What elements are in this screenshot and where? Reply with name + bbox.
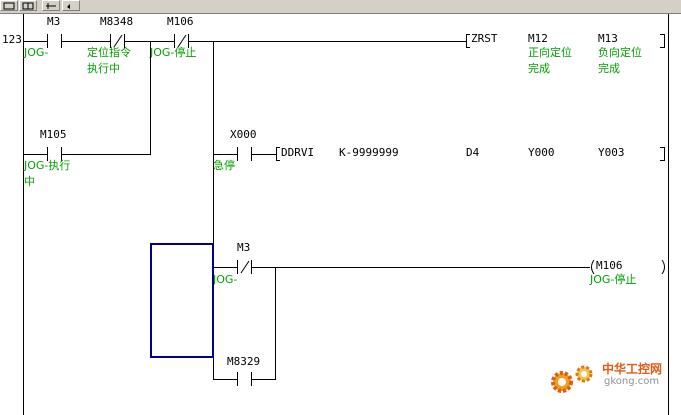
nc-slash-icon	[113, 34, 123, 48]
rung3-wire	[251, 267, 590, 268]
instr-bracket-left-top	[276, 147, 280, 148]
coil-m106-device: M106	[596, 259, 623, 272]
edit-cursor[interactable]	[150, 243, 214, 358]
contact-m3-left	[47, 34, 48, 48]
instr-bracket-right	[664, 34, 665, 48]
watermark-logo	[546, 356, 676, 404]
contact-m8348-comment-2: 执行中	[87, 62, 120, 75]
branch-wire	[23, 154, 47, 155]
left-power-rail	[23, 14, 24, 415]
contact-x000-comment: 急停	[213, 159, 235, 172]
toolbar-button-3[interactable]	[42, 0, 60, 11]
contact-m8348-device: M8348	[100, 15, 134, 28]
instr-bracket-left-bottom	[276, 160, 280, 161]
toolbar-button-1[interactable]	[0, 0, 18, 11]
rung1-wire	[23, 41, 47, 42]
instr-ddrvi-arg1: K-9999999	[339, 146, 399, 159]
undo-icon	[67, 4, 70, 9]
branch-wire	[251, 379, 276, 380]
rung3-wire	[213, 267, 237, 268]
contact-x000-left	[237, 147, 238, 161]
rung2-wire	[251, 154, 276, 155]
vertical-bus	[213, 41, 214, 380]
contact-m105-left	[47, 147, 48, 161]
nc-slash-icon	[240, 260, 250, 274]
rung2-wire	[213, 154, 237, 155]
branch-wire	[275, 267, 276, 380]
instr-ddrvi-op: DDRVI	[281, 146, 315, 159]
instr-bracket-left-bottom	[466, 47, 470, 48]
contact-m3-comment: JOG-	[24, 46, 49, 59]
grid-icon	[3, 2, 15, 10]
instr-ddrvi-arg4: Y003	[598, 146, 625, 159]
rung1-wire	[188, 41, 466, 42]
instr-bracket-right-bottom	[660, 47, 664, 48]
branch-wire	[61, 154, 151, 155]
ladder-icon	[46, 3, 56, 9]
watermark-name: 中华工控网	[602, 362, 663, 376]
instr-zrst-op2-comment-2: 完成	[598, 62, 620, 75]
instr-bracket-right-top	[660, 147, 664, 148]
contact-m8329-left	[237, 372, 238, 386]
instr-bracket-right	[664, 147, 665, 161]
step-number: 123	[2, 33, 22, 46]
instr-zrst-op: ZRST	[471, 32, 498, 45]
instr-ddrvi-arg2: D4	[466, 146, 480, 159]
contact-m8329-device: M8329	[227, 355, 261, 368]
contact-m106-left	[174, 34, 175, 48]
instr-bracket-left-top	[466, 34, 470, 35]
watermark-url: gkong.com	[604, 376, 660, 387]
instr-zrst-op1-comment-2: 完成	[528, 62, 550, 75]
instr-bracket-left	[276, 147, 277, 161]
nc-slash-icon	[177, 34, 187, 48]
instr-bracket-left	[466, 34, 467, 48]
instr-zrst-op2: M13	[598, 32, 618, 45]
rung1-wire	[124, 41, 174, 42]
contact-m8348-comment: 定位指令	[87, 46, 131, 59]
contact-m106-comment: JOG-停止	[150, 46, 197, 59]
rung1-wire	[61, 41, 110, 42]
gear-icon	[551, 365, 593, 393]
branch-wire	[213, 379, 237, 380]
coil-m106-comment: JOG-停止	[590, 273, 637, 286]
instr-ddrvi-arg3: Y000	[528, 146, 555, 159]
grid-icon	[22, 2, 34, 10]
contact-m105-comment: JOG-执行	[24, 159, 71, 172]
instr-bracket-right-top	[660, 34, 664, 35]
toolbar	[0, 0, 681, 14]
instr-zrst-op1: M12	[528, 32, 548, 45]
contact-m8348-left	[110, 34, 111, 48]
toolbar-button-2[interactable]	[19, 0, 37, 11]
instr-bracket-right-bottom	[660, 160, 664, 161]
contact-m3-nc-left	[237, 260, 238, 274]
toolbar-button-4[interactable]	[62, 0, 80, 11]
contact-m3-device: M3	[47, 15, 61, 28]
contact-m3-nc-device: M3	[237, 241, 251, 254]
contact-m3-nc-comment: JOG-	[213, 273, 238, 286]
instr-zrst-op1-comment: 正向定位	[528, 46, 572, 59]
coil-parens-icon	[591, 259, 665, 275]
contact-m105-device: M105	[40, 128, 67, 141]
contact-x000-device: X000	[230, 128, 257, 141]
instr-zrst-op2-comment: 负向定位	[598, 46, 642, 59]
branch-wire	[150, 41, 151, 155]
right-power-rail	[668, 14, 669, 415]
contact-m106-device: M106	[167, 15, 194, 28]
contact-m105-comment-2: 中	[24, 175, 35, 188]
